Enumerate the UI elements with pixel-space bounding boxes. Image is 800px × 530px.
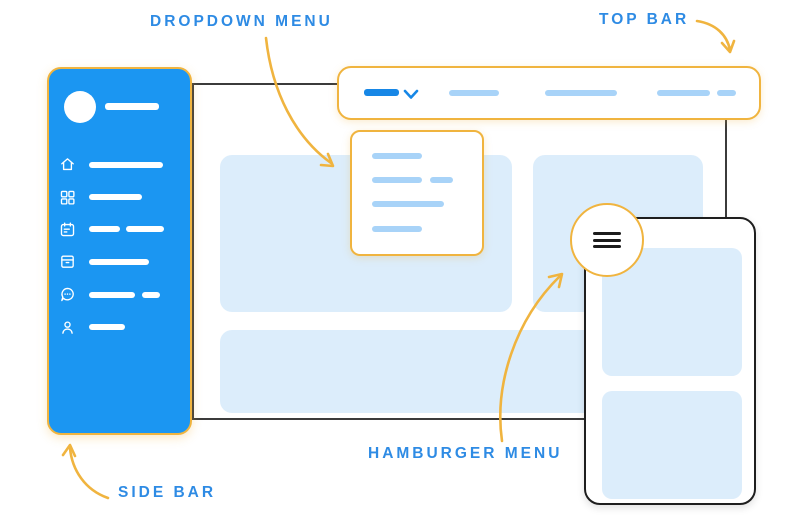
topbar-nav-item[interactable] [657,89,710,96]
calendar-icon [60,221,75,236]
sidebar-item-label-line [89,161,163,168]
chevron-down-icon[interactable] [402,89,420,100]
hamburger-icon [593,232,621,235]
sidebar-item-label-line [89,226,120,232]
dropdown-item-line[interactable] [372,177,422,183]
sidebar-item-label-line [89,291,135,298]
hamburger-menu-label: HAMBURGER MENU [368,445,563,462]
dropdown-item-line[interactable] [372,226,422,232]
sidebar-item-home[interactable] [59,156,163,173]
mobile-content-block [602,391,742,499]
sidebar-item-chat[interactable] [59,286,160,303]
top-bar [337,66,761,120]
topbar-nav-item[interactable] [449,89,499,96]
archive-icon [61,255,74,268]
sidebar-arrow [68,446,110,500]
topbar-nav-item-short[interactable] [717,89,736,96]
user-icon [62,320,73,334]
dropdown-item-line[interactable] [372,153,422,159]
avatar[interactable] [64,91,96,123]
dropdown-item-line[interactable] [372,201,444,207]
topbar-active-nav-item[interactable] [364,89,399,96]
dropdown-item-line-short[interactable] [430,177,453,183]
sidebar-item-calendar[interactable] [59,221,164,238]
top-bar-label: TOP BAR [599,11,690,28]
home-icon [61,158,74,171]
side-bar [47,67,192,435]
sidebar-item-user[interactable] [59,319,125,336]
sidebar-arrowhead [61,443,77,458]
sidebar-item-label-line [89,258,149,265]
topbar-nav-item[interactable] [545,89,617,96]
topbar-arrowhead [720,39,736,54]
sidebar-item-label-line [89,194,142,200]
sidebar-item-label-line [126,226,164,232]
sidebar-item-label-line [142,291,160,298]
dropdown-menu-label: DROPDOWN MENU [150,13,333,30]
dashboard-icon [60,190,75,205]
avatar-name-line [105,103,159,110]
chat-icon [61,287,74,302]
dropdown-menu-panel[interactable] [350,130,484,256]
sidebar-item-label-line [89,324,125,330]
sidebar-item-archive[interactable] [59,253,149,270]
topbar-arrow [695,19,732,52]
side-bar-label: SIDE BAR [118,484,217,501]
sidebar-item-dashboard[interactable] [59,189,142,206]
hamburger-menu-button[interactable] [570,203,644,277]
